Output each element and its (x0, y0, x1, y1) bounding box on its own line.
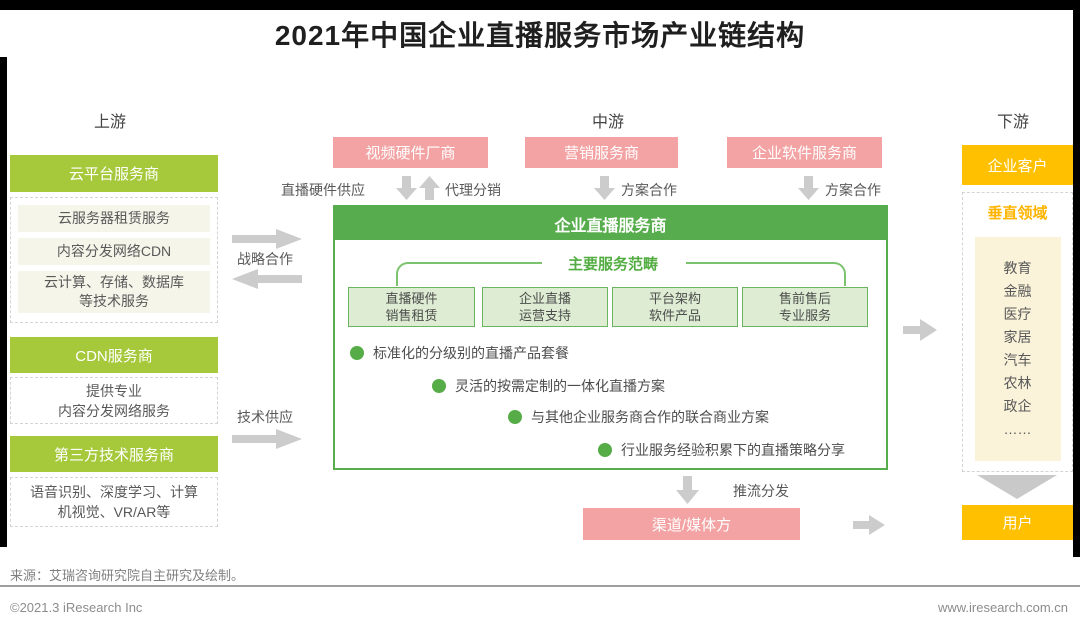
bullet-label: 标准化的分级别的直播产品套餐 (373, 345, 569, 361)
arrow-left-icon (232, 269, 302, 289)
upstream-thirdparty-item: 语音识别、深度学习、计算 机视觉、VR/AR等 (10, 477, 218, 527)
arrow-down-icon (798, 176, 819, 200)
source-note: 来源：艾瑞咨询研究院自主研究及绘制。 (10, 568, 245, 583)
bullet-label: 灵活的按需定制的一体化直播方案 (455, 378, 665, 394)
user-box: 用户 (962, 505, 1073, 540)
arrow-right-icon (853, 513, 885, 537)
bullet-dot-icon (432, 379, 446, 393)
list-item: 内容分发网络CDN (18, 238, 210, 265)
website-text: www.iresearch.com.cn (937, 600, 1068, 615)
solution-coop-label: 方案合作 (825, 182, 881, 198)
bullet-item: 灵活的按需定制的一体化直播方案 (432, 376, 665, 396)
service-box-hardware: 直播硬件 销售租赁 (348, 287, 475, 327)
bullet-dot-icon (598, 443, 612, 457)
supplier-marketing: 营销服务商 (525, 137, 678, 168)
list-item: 云计算、存储、数据库 等技术服务 (18, 271, 210, 313)
copyright-text: ©2021.3 iResearch Inc (10, 600, 143, 615)
upstream-cdn-item: 提供专业 内容分发网络服务 (10, 377, 218, 424)
core-provider-box: 企业直播服务商 (333, 205, 888, 470)
list-item: 汽车 (1003, 352, 1032, 368)
list-item: 医疗 (1003, 306, 1032, 322)
tech-supply-label: 技术供应 (237, 409, 293, 425)
list-item: 政企 (1003, 398, 1032, 414)
arrow-down-icon (676, 476, 699, 504)
supplier-video-hardware: 视频硬件厂商 (333, 137, 488, 168)
border-artifact-right (1073, 0, 1080, 557)
vertical-domain-box: 垂直领域 教育 金融 医疗 家居 汽车 农林 政企 …… (962, 192, 1073, 472)
arrow-right-icon (903, 317, 937, 343)
border-artifact-left (0, 57, 7, 547)
header-midstream: 中游 (591, 114, 624, 131)
service-box-presales: 售前售后 专业服务 (742, 287, 868, 327)
list-item: …… (1003, 421, 1032, 437)
arrow-down-icon (594, 176, 615, 200)
list-item: 教育 (1003, 260, 1032, 276)
arrow-right-icon (232, 229, 302, 249)
bullet-label: 行业服务经验积累下的直播策略分享 (621, 442, 845, 458)
service-box-platform: 平台架构 软件产品 (612, 287, 738, 327)
bullet-label: 与其他企业服务商合作的联合商业方案 (531, 409, 769, 425)
bullet-item: 标准化的分级别的直播产品套餐 (350, 343, 569, 363)
header-downstream: 下游 (996, 114, 1029, 131)
footer-divider (0, 585, 1080, 587)
scope-brace-right (686, 262, 846, 286)
channel-media-box: 渠道/媒体方 (583, 508, 800, 540)
bullet-dot-icon (508, 410, 522, 424)
enterprise-customer-box: 企业客户 (962, 145, 1073, 185)
list-item: 金融 (1003, 283, 1032, 299)
bullet-item: 行业服务经验积累下的直播策略分享 (598, 440, 845, 460)
solution-coop-label: 方案合作 (621, 182, 677, 198)
upstream-cdn-header: CDN服务商 (10, 337, 218, 373)
list-item: 云服务器租赁服务 (18, 205, 210, 232)
chevron-down-icon (977, 475, 1057, 499)
vertical-domain-title: 垂直领域 (987, 205, 1048, 222)
scope-brace-left (396, 262, 542, 286)
service-box-operation: 企业直播 运营支持 (482, 287, 608, 327)
list-item: 农林 (1003, 375, 1032, 391)
scope-title: 主要服务范畴 (567, 256, 658, 273)
core-provider-header: 企业直播服务商 (335, 207, 886, 240)
upstream-cloud-header: 云平台服务商 (10, 155, 218, 192)
border-artifact-top (0, 0, 1080, 10)
header-upstream: 上游 (93, 114, 126, 131)
vertical-list: 教育 金融 医疗 家居 汽车 农林 政企 …… (974, 237, 1061, 461)
arrow-down-icon (396, 176, 417, 200)
agency-label: 代理分销 (445, 182, 501, 198)
arrow-right-icon (232, 429, 302, 449)
supplier-enterprise-software: 企业软件服务商 (727, 137, 882, 168)
list-item: 家居 (1003, 329, 1032, 345)
strategic-coop-label: 战略合作 (237, 251, 293, 267)
hardware-supply-label: 直播硬件供应 (281, 182, 365, 198)
push-distribution-label: 推流分发 (733, 483, 789, 499)
bullet-item: 与其他企业服务商合作的联合商业方案 (508, 407, 769, 427)
upstream-thirdparty-header: 第三方技术服务商 (10, 436, 218, 472)
bullet-dot-icon (350, 346, 364, 360)
arrow-up-icon (419, 176, 440, 200)
upstream-cloud-items: 云服务器租赁服务 内容分发网络CDN 云计算、存储、数据库 等技术服务 (10, 197, 218, 323)
page-title: 2021年中国企业直播服务市场产业链结构 (274, 20, 806, 51)
